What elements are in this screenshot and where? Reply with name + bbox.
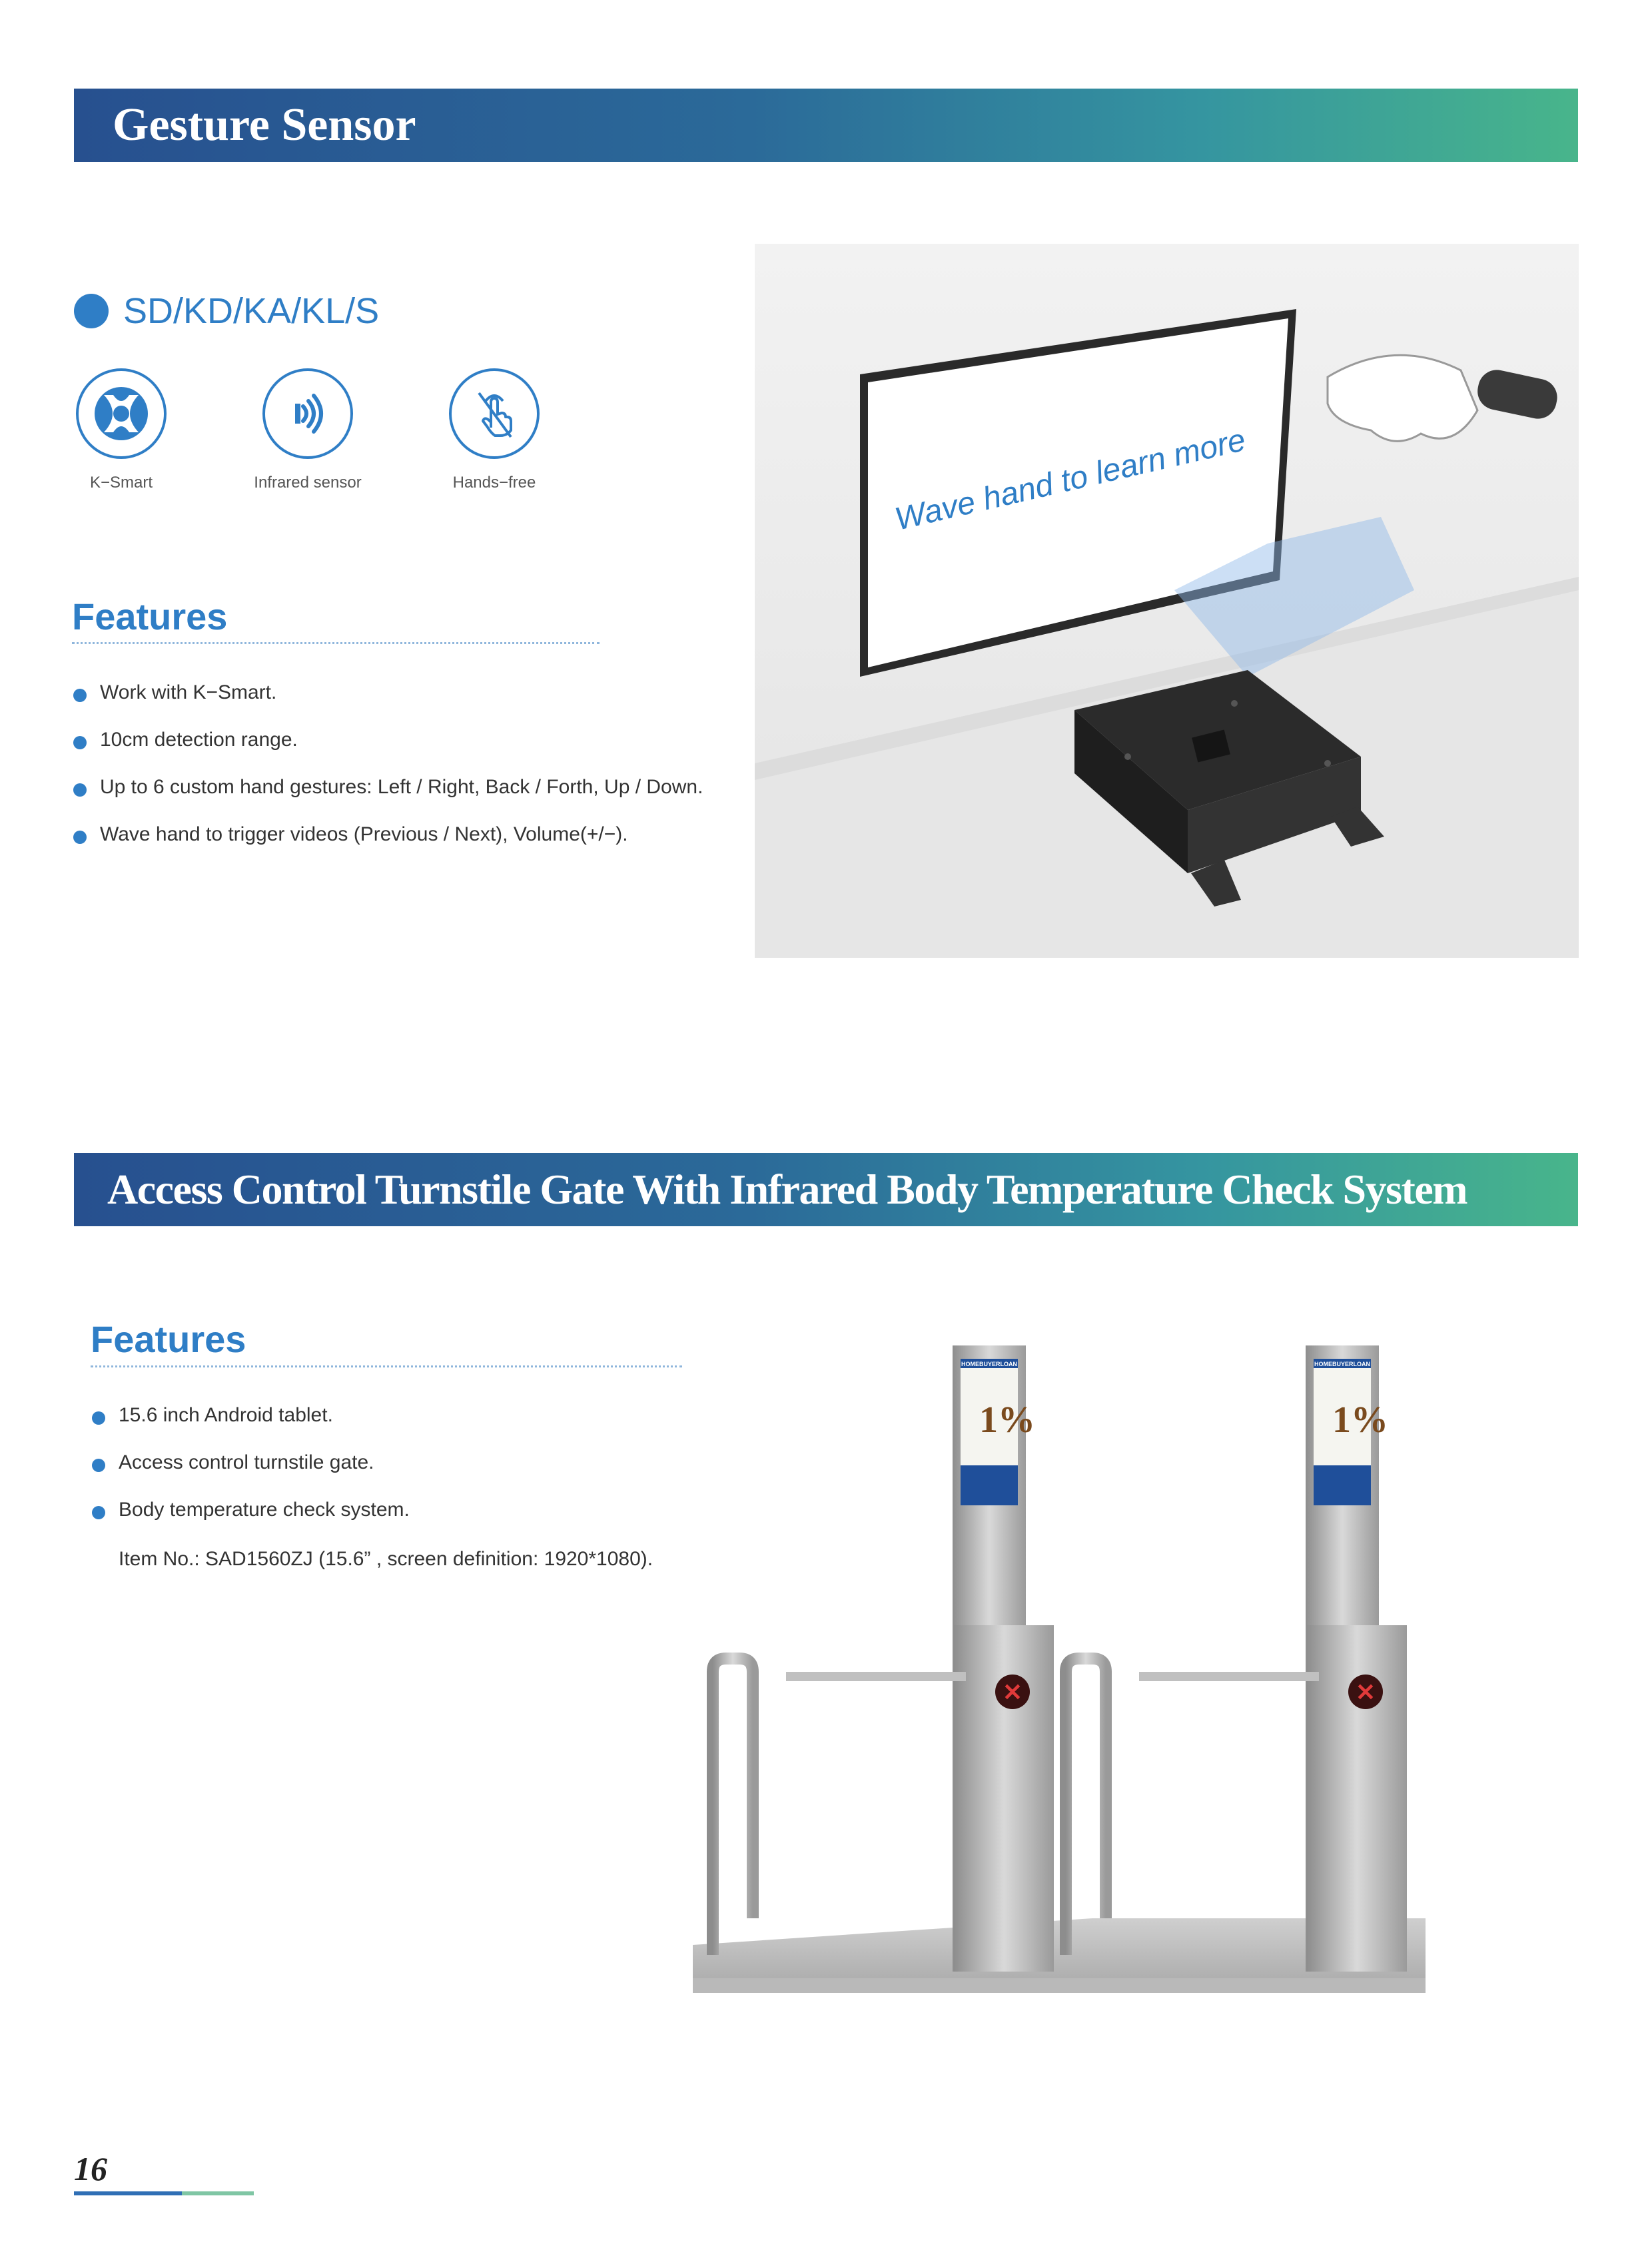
features-divider bbox=[72, 642, 600, 644]
page-number: 16 bbox=[74, 2150, 107, 2187]
section-title: Gesture Sensor bbox=[113, 99, 416, 151]
badge-label: Infrared sensor bbox=[254, 474, 362, 492]
model-line: SD/KD/KA/KL/S bbox=[74, 288, 379, 334]
list-item: Work with K−Smart. bbox=[73, 679, 703, 727]
features-heading: Features bbox=[72, 595, 228, 637]
infrared-sensor-icon bbox=[262, 368, 353, 459]
screen-promo: 1% bbox=[1332, 1399, 1388, 1441]
badge-infrared: Infrared sensor bbox=[228, 368, 388, 492]
list-item: Body temperature check system. bbox=[92, 1497, 410, 1544]
features-list: Work with K−Smart. 10cm detection range.… bbox=[73, 679, 703, 869]
model-number: SD/KD/KA/KL/S bbox=[123, 291, 380, 331]
list-item: 15.6 inch Android tablet. bbox=[92, 1402, 410, 1449]
hands-free-icon bbox=[449, 368, 540, 459]
list-item: 10cm detection range. bbox=[73, 727, 703, 774]
screen-brand: HOMEBUYERLOAN bbox=[961, 1361, 1017, 1367]
section-title: Access Control Turnstile Gate With Infra… bbox=[107, 1166, 1468, 1213]
item-number: Item No.: SAD1560ZJ (15.6” , screen defi… bbox=[119, 1548, 653, 1570]
badge-label: Hands−free bbox=[452, 474, 536, 492]
features-list: 15.6 inch Android tablet. Access control… bbox=[92, 1402, 410, 1544]
features-heading: Features bbox=[91, 1318, 246, 1360]
badge-k-smart: K−Smart bbox=[41, 368, 201, 492]
screen-brand: HOMEBUYERLOAN bbox=[1314, 1361, 1370, 1367]
bullet-dot bbox=[74, 294, 109, 328]
section-banner-turnstile: Access Control Turnstile Gate With Infra… bbox=[74, 1153, 1578, 1226]
section-banner-gesture: Gesture Sensor bbox=[74, 89, 1578, 162]
gesture-sensor-photo: Wave hand to learn more bbox=[755, 244, 1579, 958]
page-number-underline bbox=[74, 2191, 254, 2195]
svg-text:✕: ✕ bbox=[1356, 1679, 1376, 1706]
k-smart-icon bbox=[76, 368, 167, 459]
list-item: Access control turnstile gate. bbox=[92, 1449, 410, 1497]
screen-promo: 1% bbox=[979, 1399, 1035, 1441]
list-item: Wave hand to trigger videos (Previous / … bbox=[73, 821, 703, 869]
badge-label: K−Smart bbox=[89, 474, 153, 492]
turnstile-gate-photo: ✕ ✕ HOMEBUYERLOAN 1% HOMEBUYERLOAN 1% bbox=[686, 1345, 1439, 2012]
list-item: Up to 6 custom hand gestures: Left / Rig… bbox=[73, 774, 703, 821]
svg-text:✕: ✕ bbox=[1003, 1679, 1023, 1706]
badge-hands-free: Hands−free bbox=[414, 368, 574, 492]
features-divider bbox=[91, 1365, 682, 1367]
